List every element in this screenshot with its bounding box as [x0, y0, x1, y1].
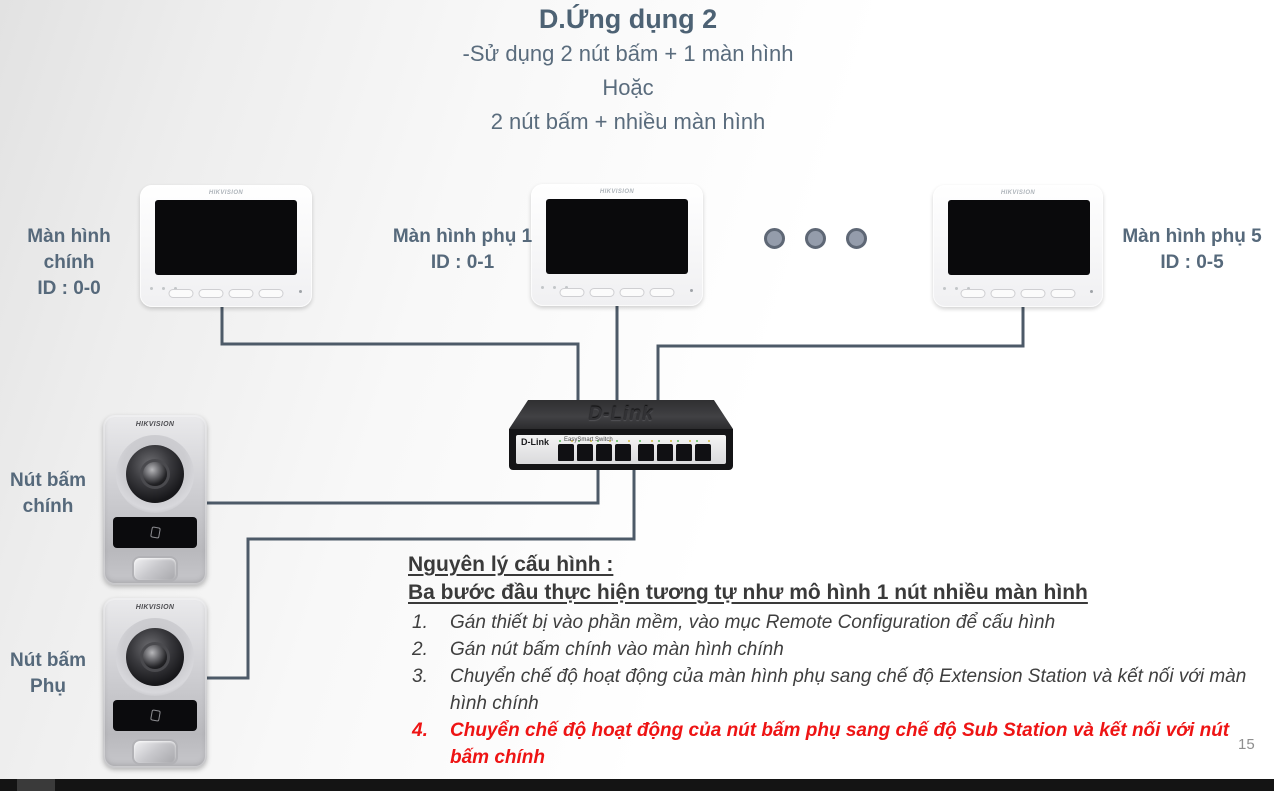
slide-header: D.Ứng dụng 2 -Sử dụng 2 nút bấm + 1 màn …	[288, 4, 968, 137]
note-number: 2.	[412, 639, 428, 660]
monitor-indicator-marks	[943, 287, 970, 290]
label-monitor-sub5: Màn hình phụ 5 ID : 0-5	[1110, 224, 1274, 276]
monitor-screen	[155, 200, 297, 275]
note-number: 3.	[412, 666, 428, 687]
notes-heading-2: Ba bước đầu thực hiện tương tự như mô hì…	[408, 581, 1088, 604]
label-monitor-main: Màn hình chính ID : 0-0	[0, 224, 138, 302]
label-line: Màn hình phụ 1	[392, 226, 533, 247]
label-door-main: Nút bấm chính	[0, 468, 96, 520]
call-button	[132, 556, 178, 582]
line-switch-to-sub-door	[206, 468, 636, 680]
door-station-main: HIKVISION	[103, 415, 207, 585]
label-door-sub: Nút bấm Phụ	[0, 648, 96, 700]
ethernet-port	[657, 440, 673, 461]
label-line: ID : 0-5	[1160, 252, 1224, 273]
card-icon	[149, 526, 161, 539]
hikvision-logo: HIKVISION	[135, 421, 175, 428]
monitor-screen	[948, 200, 1090, 275]
camera-ring	[116, 435, 194, 513]
door-station-sub: HIKVISION	[103, 598, 207, 768]
note-text: Chuyển chế độ hoạt động của màn hình phụ…	[450, 666, 1247, 714]
camera-housing	[126, 445, 184, 503]
indoor-monitor-main: HIKVISION	[140, 185, 312, 307]
label-line: ID : 0-1	[430, 252, 495, 273]
monitor-buttons	[559, 288, 675, 297]
indoor-monitor-sub1: HIKVISION	[531, 184, 703, 306]
monitor-mic-hole	[1090, 290, 1093, 293]
label-monitor-sub1: Màn hình phụ 1 ID : 0-1	[390, 224, 535, 276]
label-line: Màn hình chính	[27, 226, 111, 273]
hikvision-logo: HIKVISION	[599, 189, 635, 195]
hikvision-logo: HIKVISION	[1000, 190, 1036, 196]
ethernet-port	[615, 440, 631, 461]
ethernet-port	[638, 440, 654, 461]
camera-housing	[126, 628, 184, 686]
ethernet-port	[695, 440, 711, 461]
ellipsis-dots-icon	[764, 228, 867, 249]
page-number: 15	[1238, 736, 1255, 753]
card-reader	[113, 517, 197, 548]
card-reader	[113, 700, 197, 731]
line-sub-monitor5-to-switch	[656, 307, 1025, 404]
configuration-notes: Nguyên lý cấu hình : Ba bước đầu thực hi…	[408, 553, 1270, 771]
note-item-4-highlighted: 4. Chuyển chế độ hoạt động của nút bấm p…	[408, 717, 1270, 771]
dlink-logo: D-Link	[521, 437, 549, 447]
label-line: Nút bấm	[10, 470, 86, 491]
camera-lens	[143, 645, 167, 669]
subtitle-line-3: 2 nút bấm + nhiều màn hình	[490, 109, 766, 134]
switch-model-text: EasySmart Switch	[564, 437, 613, 443]
card-icon	[149, 709, 161, 722]
line-main-monitor-to-switch	[220, 307, 580, 404]
indoor-monitor-sub5: HIKVISION	[933, 185, 1103, 307]
call-button	[132, 739, 178, 765]
label-line: Phụ	[30, 676, 66, 697]
slide-title: D.Ứng dụng 2	[538, 4, 718, 34]
ethernet-ports	[558, 440, 711, 464]
note-text: Chuyển chế độ hoạt động của nút bấm phụ …	[450, 720, 1230, 768]
ethernet-port	[676, 440, 692, 461]
switch-front-panel: D-Link	[516, 435, 726, 464]
monitor-indicator-marks	[541, 286, 568, 289]
ethernet-port	[577, 440, 593, 461]
notes-heading-1: Nguyên lý cấu hình :	[408, 553, 614, 576]
subtitle-line-1: -Sử dụng 2 nút bấm + 1 màn hình	[462, 41, 794, 66]
hikvision-logo: HIKVISION	[135, 604, 175, 611]
label-line: Nút bấm	[10, 650, 86, 671]
note-text: Gán nút bấm chính vào màn hình chính	[450, 639, 784, 660]
hikvision-logo: HIKVISION	[208, 190, 244, 196]
line-switch-to-main-door	[206, 468, 600, 505]
monitor-mic-hole	[299, 290, 302, 293]
monitor-indicator-marks	[150, 287, 177, 290]
note-item-3: 3. Chuyển chế độ hoạt động của màn hình …	[408, 663, 1270, 717]
note-item-2: 2. Gán nút bấm chính vào màn hình chính	[408, 636, 1270, 663]
ethernet-port	[558, 440, 574, 461]
dlink-switch: D-Link D-Link EasySmart Switch	[509, 400, 733, 470]
subtitle-line-2: Hoặc	[602, 75, 654, 100]
monitor-buttons	[168, 289, 284, 298]
video-progress-bar[interactable]	[0, 779, 1274, 791]
dlink-embossed-logo: D-Link	[588, 403, 654, 425]
monitor-mic-hole	[690, 289, 693, 292]
note-text: Gán thiết bị vào phần mềm, vào mục Remot…	[450, 612, 1056, 633]
note-number: 4.	[412, 720, 428, 741]
monitor-buttons	[960, 289, 1076, 298]
switch-top-cover: D-Link	[509, 400, 733, 429]
note-number: 1.	[412, 612, 428, 633]
label-line: chính	[22, 496, 74, 517]
monitor-screen	[546, 199, 688, 274]
switch-logo-area: D-Link	[516, 435, 558, 467]
camera-lens	[143, 462, 167, 486]
ethernet-port	[596, 440, 612, 461]
label-line: ID : 0-0	[37, 278, 101, 299]
video-progress-segment[interactable]	[17, 779, 55, 791]
note-item-1: 1. Gán thiết bị vào phần mềm, vào mục Re…	[408, 609, 1270, 636]
camera-ring	[116, 618, 194, 696]
label-line: Màn hình phụ 5	[1122, 226, 1262, 247]
